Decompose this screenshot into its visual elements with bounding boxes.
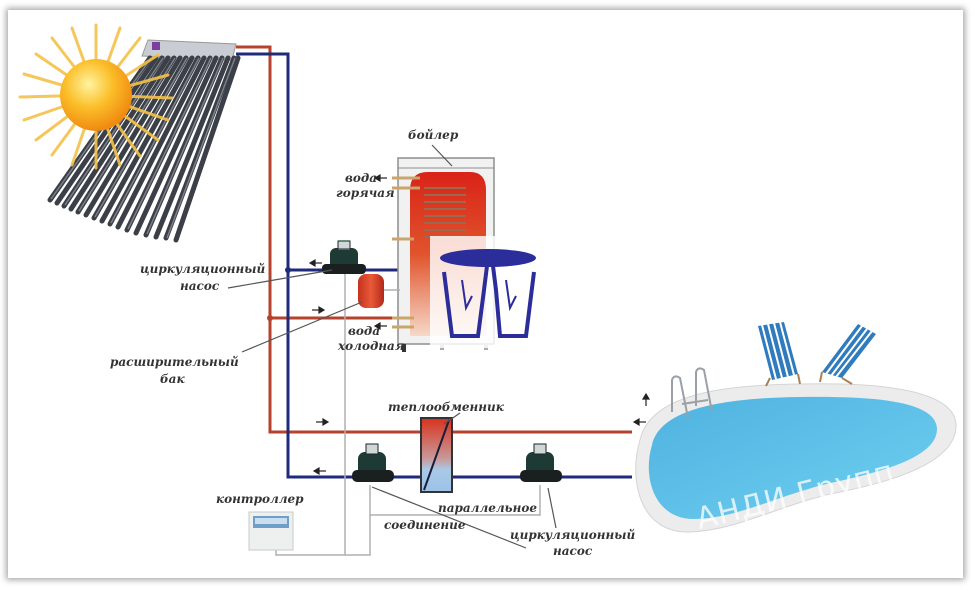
label-heat-exchanger: теплообменник: [388, 400, 504, 414]
pipe-junction: [285, 267, 291, 273]
controller: [248, 511, 294, 551]
label-circ-pump-top-2: насос: [180, 279, 220, 293]
flow-arrows: [308, 173, 651, 476]
label-boiler: бойлер: [408, 128, 459, 142]
swimming-pool: [635, 367, 957, 533]
circulation-pump-bottom-left: [352, 443, 394, 482]
label-parallel-2: соединение: [384, 518, 466, 532]
company-logo: [430, 236, 540, 348]
label-circ-pump-bottom-1: циркуляционный: [510, 528, 636, 542]
label-cold-water-2: холодная: [338, 339, 405, 353]
label-cold-water-1: вода: [348, 324, 381, 338]
label-hot-water-2: горячая: [336, 186, 395, 200]
circulation-pump-top: [322, 240, 366, 274]
hot-pipe: [236, 45, 632, 434]
label-controller: контроллер: [216, 492, 304, 506]
label-parallel-1: параллельное: [438, 501, 537, 515]
circulation-pump-bottom-right: [520, 443, 562, 482]
pipe-junction: [267, 315, 273, 321]
label-circ-pump-bottom-2: насос: [553, 544, 593, 558]
label-hot-water-1: вода: [345, 171, 378, 185]
heat-exchanger: [420, 417, 453, 493]
label-expansion-tank-1: расширительный: [110, 355, 239, 369]
solar-collector: [47, 39, 241, 243]
deck-chairs: [758, 321, 876, 387]
leader-lines: [227, 144, 557, 549]
expansion-tank: [358, 274, 400, 308]
sun-icon: [18, 23, 174, 170]
label-expansion-tank-2: бак: [160, 372, 185, 386]
label-circ-pump-top-1: циркуляционный: [140, 262, 266, 276]
